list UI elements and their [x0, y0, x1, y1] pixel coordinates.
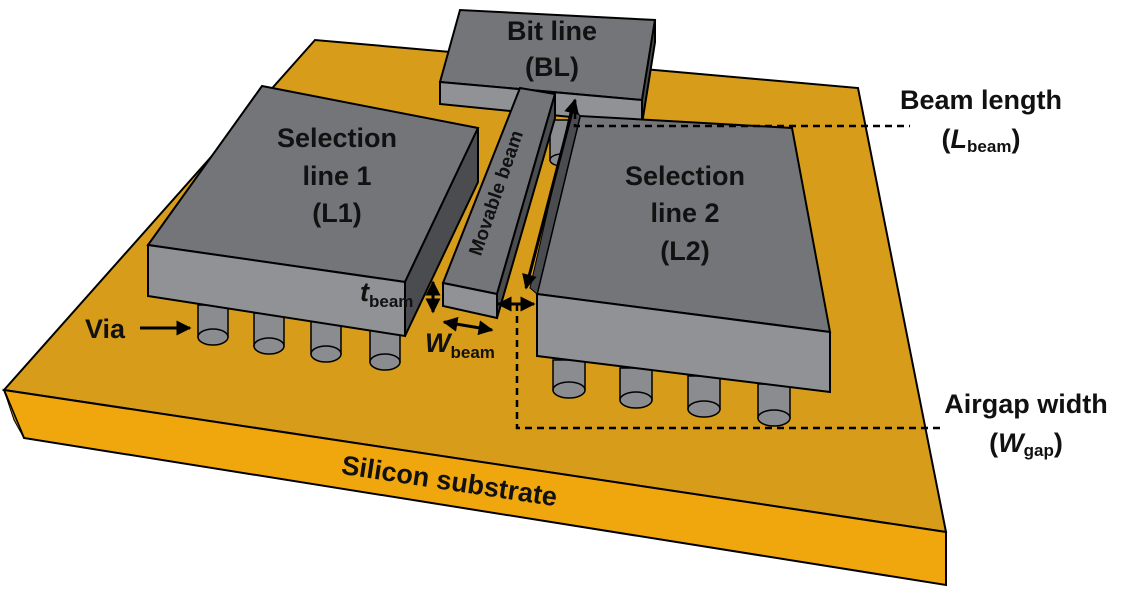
l1-label-line1: Selection — [277, 123, 397, 153]
via-row-l2 — [552, 359, 791, 427]
via — [197, 304, 229, 346]
l2-label-abbr: (L2) — [660, 236, 710, 266]
w-beam-dimension — [442, 316, 494, 336]
selection-line-1-block — [146, 84, 480, 338]
airgap-width-leader — [515, 304, 940, 430]
l1-label-abbr: (L1) — [312, 198, 362, 228]
airgap-width-label: Airgap width — [944, 389, 1108, 419]
double-arrow-icon — [442, 316, 494, 336]
via — [687, 375, 721, 418]
airgap-width-dimension — [496, 296, 940, 430]
beam-length-dimension — [522, 98, 910, 290]
via-label: Via — [85, 314, 126, 344]
l2-label-line2: line 2 — [650, 198, 719, 228]
substrate-side-face — [3, 389, 25, 439]
w-beam-label: Wbeam — [425, 328, 495, 362]
airgap-width-symbol: (Wgap) — [989, 428, 1063, 460]
via — [619, 367, 653, 409]
via — [757, 383, 791, 427]
via — [253, 312, 285, 355]
double-arrow-icon — [522, 98, 579, 290]
l1-label-line2: line 1 — [302, 161, 371, 191]
beam-length-symbol: (Lbeam) — [942, 124, 1021, 156]
bit-line-side-face — [641, 19, 656, 125]
l2-front-face — [536, 292, 831, 394]
beam-length-leader — [573, 100, 910, 128]
via — [552, 359, 586, 399]
bit-line-label: Bit line — [507, 16, 597, 46]
bit-line-abbr: (BL) — [525, 52, 579, 82]
l1-side-face — [404, 127, 479, 337]
t-beam-label: tbeam — [360, 277, 413, 311]
beam-length-label: Beam length — [900, 85, 1062, 115]
l2-label-line1: Selection — [625, 161, 745, 191]
